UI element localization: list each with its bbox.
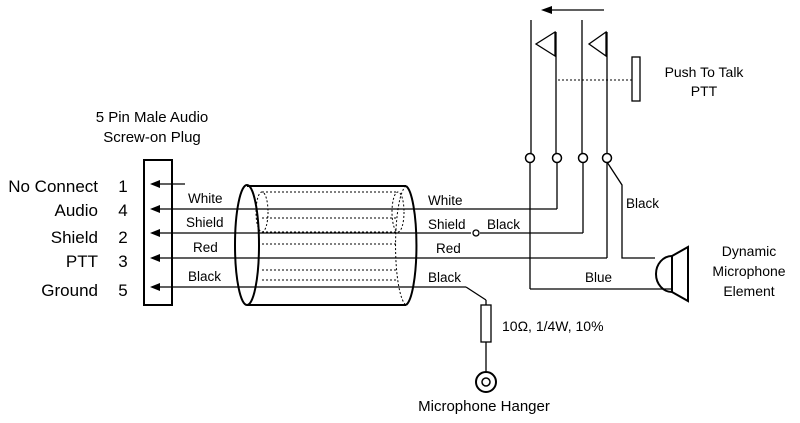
- pin-label-audio: Audio: [55, 201, 98, 220]
- right-wire-red: Red: [436, 241, 461, 256]
- mic-label-line2: Microphone: [712, 263, 785, 279]
- left-wire-red: Red: [193, 240, 218, 255]
- mic-label-line3: Element: [723, 283, 774, 299]
- left-wire-black: Black: [188, 269, 221, 284]
- shield-joint-wire-black: Black: [487, 217, 520, 232]
- pin-number-5: 5: [118, 281, 127, 300]
- shielded-cable: [234, 184, 418, 306]
- mic-wire-blue: Blue: [585, 270, 612, 285]
- ptt-label-line1: Push To Talk: [665, 64, 745, 80]
- right-wire-black: Black: [428, 270, 461, 285]
- pin-label-ground: Ground: [41, 281, 98, 300]
- ptt-label-line2: PTT: [691, 83, 718, 99]
- left-wire-white: White: [188, 191, 223, 206]
- right-wires: [420, 161, 671, 301]
- pin-arrows: [150, 180, 420, 291]
- mic-label-line1: Dynamic: [722, 243, 776, 259]
- pin-label-no-connect: No Connect: [8, 177, 98, 196]
- pin-number-1: 1: [118, 177, 127, 196]
- pin-label-shield: Shield: [51, 228, 98, 247]
- resistor-label: 10Ω, 1/4W, 10%: [502, 318, 604, 334]
- pin-label-ptt: PTT: [66, 252, 98, 271]
- right-wire-white: White: [428, 193, 463, 208]
- resistor-icon: [480, 300, 492, 373]
- connector-title-line2: Screw-on Plug: [103, 129, 201, 146]
- left-wire-shield: Shield: [186, 215, 224, 230]
- pin-number-3: 3: [118, 252, 127, 271]
- connector-title-line1: 5 Pin Male Audio: [96, 109, 209, 126]
- mic-wire-black: Black: [626, 196, 659, 211]
- pin-number-4: 4: [118, 201, 127, 220]
- ptt-switch: [524, 6, 641, 164]
- right-wire-shield: Shield: [428, 217, 466, 232]
- hanger-label: Microphone Hanger: [418, 398, 550, 415]
- pin-number-2: 2: [118, 228, 127, 247]
- dynamic-microphone-icon: [655, 245, 689, 303]
- microphone-hanger-icon: [475, 371, 497, 393]
